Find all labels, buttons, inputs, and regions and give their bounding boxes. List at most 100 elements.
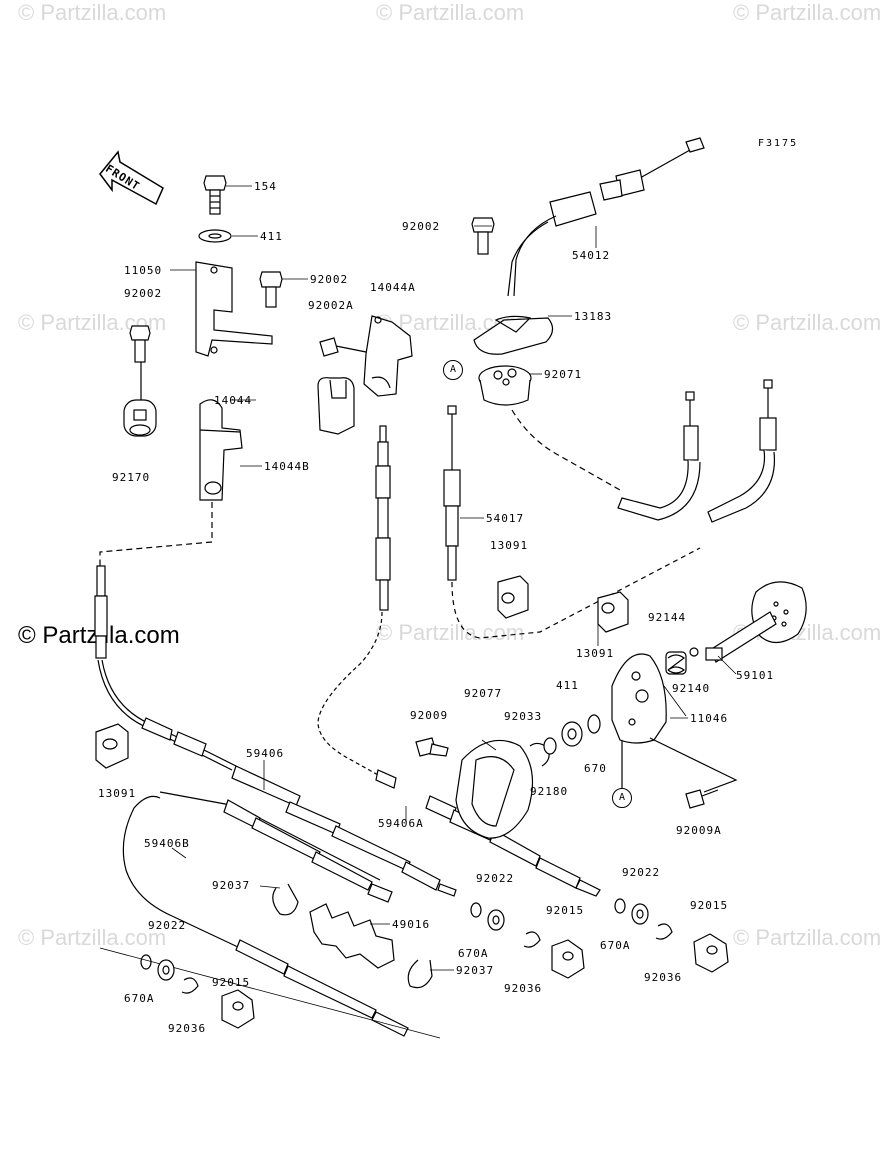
front-arrow-icon [99,150,164,206]
nut-92015-icon [551,939,585,979]
part-label[interactable]: 670A [124,992,155,1005]
plate-13183-icon [473,317,554,355]
lockwasher-92036c-icon [181,977,199,994]
cable-59406B-icon [122,791,409,1037]
part-label[interactable]: 13091 [98,787,137,800]
washer-92022-icon [487,909,505,931]
part-label[interactable]: 92009 [410,709,449,722]
part-label[interactable]: 92170 [112,471,151,484]
lockwasher-92036-icon [523,931,541,948]
cable-54017-icon [617,379,777,523]
oring-670A-c-icon [140,954,152,970]
bolt-92002A-icon [319,337,367,357]
part-label[interactable]: 92071 [544,368,583,381]
part-label[interactable]: 92015 [546,904,585,917]
part-label[interactable]: 92036 [504,982,543,995]
washer-92180-icon [543,737,557,755]
clamp-92037-icon [272,883,299,916]
part-label[interactable]: 14044B [264,460,310,473]
part-label[interactable]: 59406B [144,837,190,850]
nut-92015c-icon [221,989,255,1029]
bracket-14044B-icon [199,399,243,501]
knob-92077-icon [455,739,534,839]
part-label[interactable]: 13183 [574,310,613,323]
part-label[interactable]: 154 [254,180,277,193]
ref-mark-a: A [612,788,632,808]
bolt-92002-icon [259,271,283,308]
washer-411b-icon [561,721,583,747]
bolt-92002-left-icon [129,325,151,363]
plate-11046-icon [611,653,667,744]
part-label[interactable]: 670A [600,939,631,952]
part-label[interactable]: 14044 [214,394,253,407]
part-label[interactable]: 92009A [676,824,722,837]
screw-92009-icon [415,737,449,757]
cable-59406-upper-icon [94,565,108,659]
part-label[interactable]: 411 [556,679,579,692]
part-label[interactable]: 11050 [124,264,163,277]
bolt-154-icon [203,175,227,215]
part-label[interactable]: 92180 [530,785,569,798]
part-label[interactable]: 92015 [690,899,729,912]
watermark: © Partzilla.com [18,925,167,950]
part-label[interactable]: 49016 [392,918,431,931]
boot-49016-icon [309,903,395,969]
part-label[interactable]: 92022 [622,866,661,879]
part-label[interactable]: 13091 [490,539,529,552]
part-label[interactable]: 670 [584,762,607,775]
part-label[interactable]: 54017 [486,512,525,525]
part-label[interactable]: 92077 [464,687,503,700]
clamp-92037b-icon [407,959,433,989]
screw-92009A-icon [685,789,719,809]
grommet-92170-icon [123,399,157,437]
watermark: © Partzilla.com [733,925,882,950]
nut-92015b-icon [693,933,729,973]
part-label[interactable]: 92015 [212,976,251,989]
watermark: © Partzilla.com [376,620,525,645]
part-label[interactable]: 54012 [572,249,611,262]
bracket-13091-icon [497,575,529,619]
part-label[interactable]: 59406A [378,817,424,830]
figure-code: F3175 [758,138,799,149]
bracket-11050-icon [195,261,273,357]
part-label[interactable]: 92002 [402,220,441,233]
lockwasher-92036b-icon [655,923,673,940]
washer-92022b-icon [631,903,649,925]
washer-92022c-icon [157,959,175,981]
watermark: © Partzilla.com [733,310,882,335]
part-label[interactable]: 92022 [148,919,187,932]
part-label[interactable]: 92002A [308,299,354,312]
part-label[interactable]: 59406 [246,747,285,760]
bracket-13091-right-icon [597,591,629,633]
washer-411-icon [198,229,232,243]
part-label[interactable]: 92036 [168,1022,207,1035]
part-label[interactable]: 670A [458,947,489,960]
part-label[interactable]: 411 [260,230,283,243]
part-label[interactable]: 92036 [644,971,683,984]
spring-92144-icon [665,651,687,675]
part-label[interactable]: 92144 [648,611,687,624]
part-label[interactable]: 59101 [736,669,775,682]
bracket-13091-left-icon [95,723,129,769]
cable-59406A-upper-icon [375,425,391,611]
part-label[interactable]: 92022 [476,872,515,885]
bracket-14044A-icon [363,315,413,397]
ref-mark-a: A [443,360,463,380]
clamp-14044-icon [317,377,355,435]
oring-670-icon [587,714,601,734]
part-label[interactable]: 92002 [310,273,349,286]
part-label[interactable]: 92037 [456,964,495,977]
ball-92140-icon [689,647,699,657]
part-label[interactable]: 13091 [576,647,615,660]
part-label[interactable]: 92037 [212,879,251,892]
part-label[interactable]: 92002 [124,287,163,300]
part-label[interactable]: 14044A [370,281,416,294]
part-label[interactable]: 92140 [672,682,711,695]
watermark: © Partzilla.com [733,0,882,25]
shaft-59101-icon [705,581,807,663]
cable-54012-icon [507,137,705,297]
part-label[interactable]: 92033 [504,710,543,723]
part-label[interactable]: 11046 [690,712,729,725]
